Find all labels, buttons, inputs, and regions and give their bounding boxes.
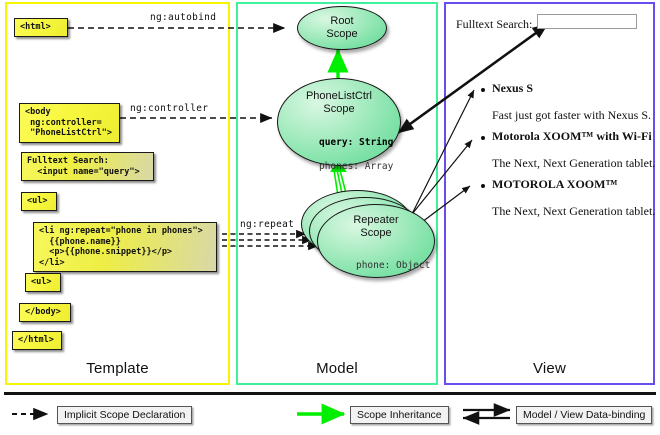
view-search-input[interactable] <box>537 14 637 29</box>
scope-phonelistctrl-prop-phones: phones: Array <box>318 161 394 172</box>
view-item-snippet-2: The Next, Next Generation tablet. <box>492 156 656 170</box>
scope-phonelistctrl-title-2: Scope <box>323 103 355 115</box>
view-item-name-3: MOTOROLA XOOM™ <box>492 177 618 191</box>
template-box-ul-open[interactable]: <ul> <box>21 192 57 211</box>
scope-repeater-title-2: Scope <box>360 227 392 239</box>
scope-repeater-prop-phone: phone: Object <box>355 260 431 271</box>
template-box-html-close[interactable]: </html> <box>12 331 62 350</box>
template-box-li-repeat[interactable]: <li ng:repeat="phone in phones"> {{phone… <box>33 222 217 272</box>
template-box-html-open[interactable]: <html> <box>14 18 68 37</box>
legend-implicit-scope-declaration: Implicit Scope Declaration <box>57 406 193 424</box>
label-ng-repeat: ng:repeat <box>240 219 295 230</box>
legend-divider <box>4 392 656 395</box>
scope-repeater[interactable]: Repeater Scope phone: Object <box>317 204 435 278</box>
view-search-label: Fulltext Search: <box>456 17 533 31</box>
scope-phonelistctrl-prop-query: query: String <box>318 137 394 148</box>
view-item-snippet-3: The Next, Next Generation tablet. <box>492 204 656 218</box>
scope-root[interactable]: Root Scope <box>297 6 387 50</box>
template-box-body-close[interactable]: </body> <box>19 303 71 322</box>
view-bullet-3 <box>481 184 485 188</box>
template-box-body-open[interactable]: <body ng:controller= "PhoneListCtrl"> <box>19 103 120 143</box>
legend-scope-inheritance: Scope Inheritance <box>350 406 449 424</box>
view-bullet-2 <box>481 136 485 140</box>
label-ng-controller: ng:controller <box>130 103 209 114</box>
scope-phonelistctrl[interactable]: PhoneListCtrl Scope query: String phones… <box>277 78 401 172</box>
scope-root-title-1: Root <box>330 15 354 27</box>
template-box-ul-close[interactable]: <ul> <box>25 273 61 292</box>
scope-repeater-title-1: Repeater <box>353 214 399 226</box>
panel-model-label: Model <box>316 360 358 377</box>
scope-root-title-2: Scope <box>326 28 358 40</box>
legend-model-view-databinding: Model / View Data-binding <box>516 406 653 424</box>
label-ng-autobind: ng:autobind <box>150 12 217 23</box>
scope-phonelistctrl-title-1: PhoneListCtrl <box>305 90 373 102</box>
template-box-fulltext-search[interactable]: Fulltext Search: <input name="query"> <box>21 152 154 181</box>
view-item-name-1: Nexus S <box>492 81 534 95</box>
view-bullet-1 <box>481 88 485 92</box>
panel-view-label: View <box>532 360 567 377</box>
view-item-snippet-1: Fast just got faster with Nexus S. <box>492 108 651 122</box>
view-item-name-2: Motorola XOOM™ with Wi-Fi <box>492 129 652 143</box>
panel-view: View <box>444 2 655 385</box>
panel-template-label: Template <box>86 360 149 377</box>
